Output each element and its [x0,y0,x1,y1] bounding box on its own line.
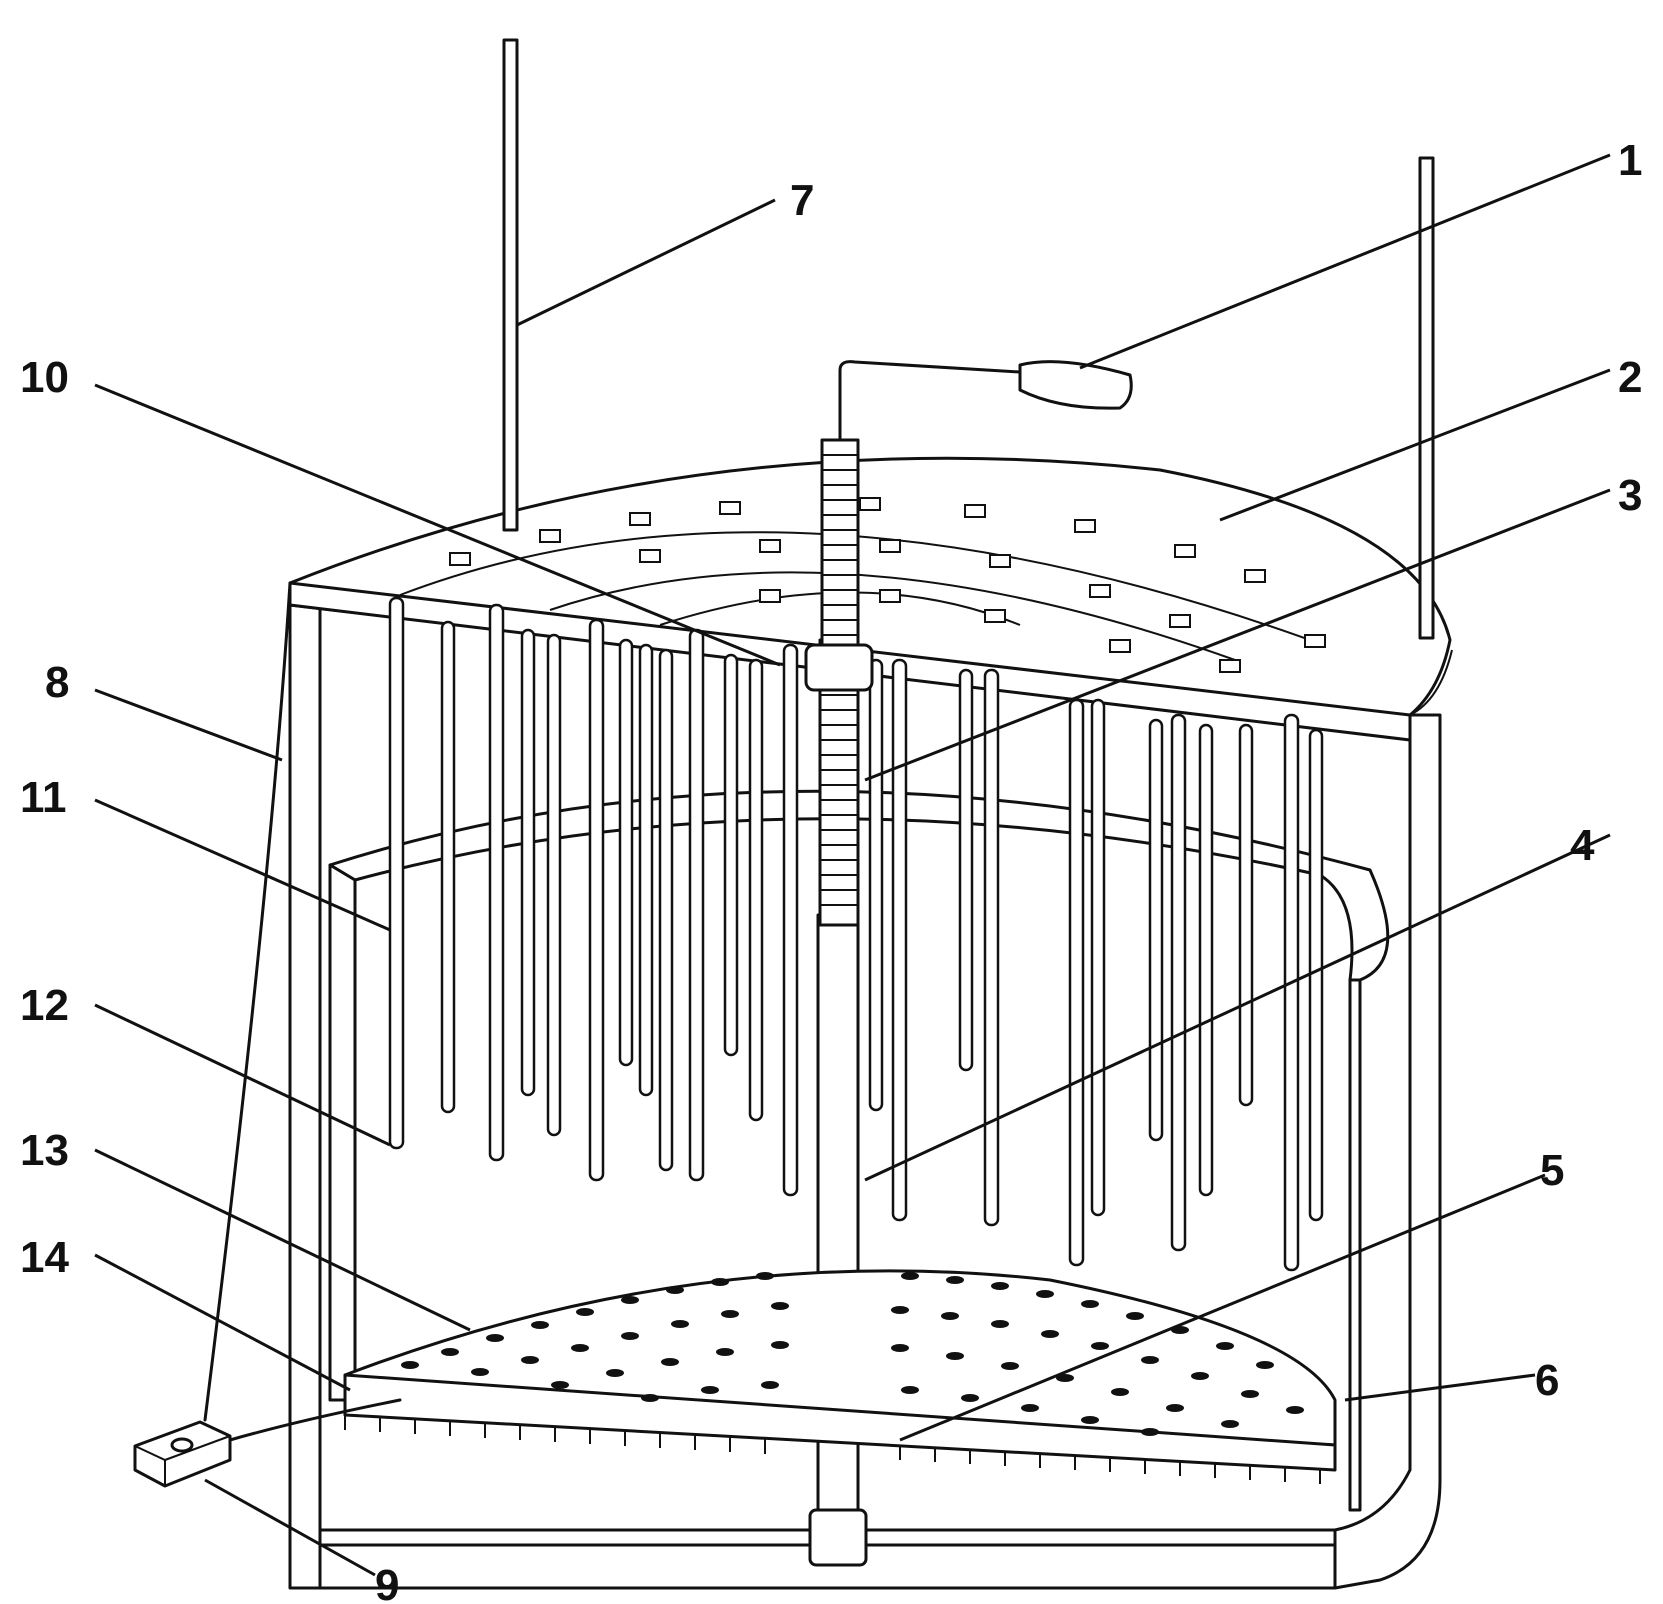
ring-bumps [449,497,1326,673]
hanging-rods [388,596,1324,1272]
callout-label-13: 13 [20,1126,69,1175]
vessel-body [288,581,1442,1590]
callout-label-5: 5 [1540,1146,1564,1195]
callout-label-14: 14 [20,1233,69,1282]
callout-label-1: 1 [1618,136,1642,185]
callout-label-9: 9 [375,1561,399,1604]
cable-and-box [133,581,402,1488]
callout-label-2: 2 [1618,353,1642,402]
callout-label-3: 3 [1618,471,1642,520]
leader-lines [94,153,1611,1577]
callout-label-11: 11 [20,773,67,822]
perforated-plate [343,1269,1337,1484]
callout-label-6: 6 [1535,1356,1559,1405]
callout-labels: 1 2 3 4 5 6 7 8 9 10 11 12 13 14 [20,136,1642,1604]
callout-label-10: 10 [20,353,69,402]
plate-holes [401,1272,1304,1436]
callout-label-7: 7 [790,176,814,225]
callout-label-8: 8 [45,658,69,707]
callout-label-12: 12 [20,981,69,1030]
callout-label-4: 4 [1570,821,1595,870]
side-posts [502,38,1435,640]
